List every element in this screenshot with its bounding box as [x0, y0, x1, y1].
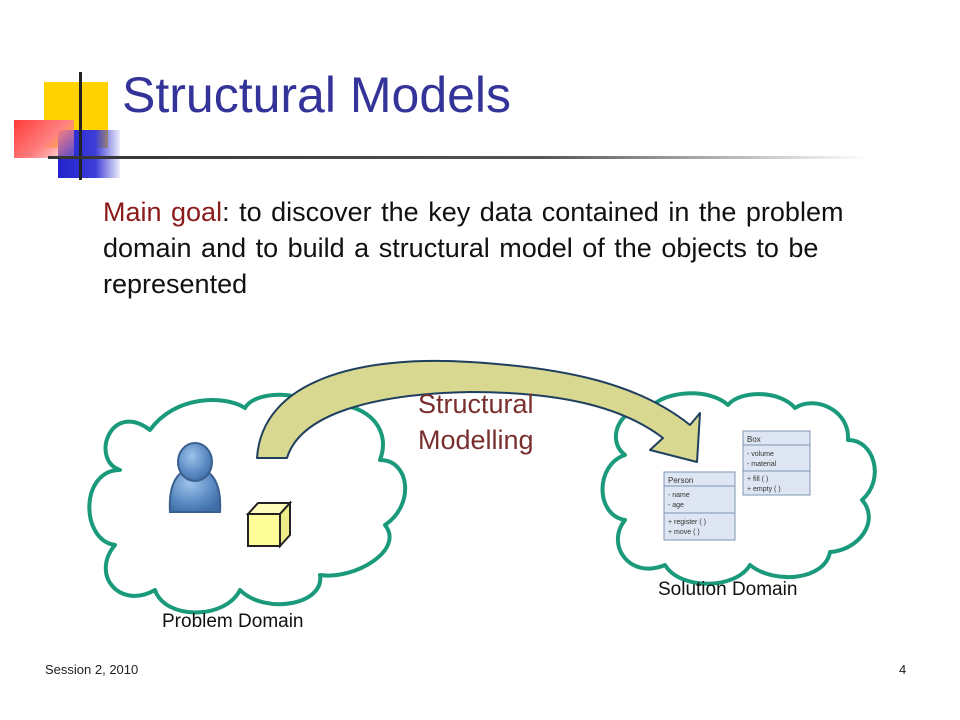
- uml-box-name: Box: [747, 435, 761, 444]
- structural-modelling-label-line2: Modelling: [418, 425, 534, 455]
- uml-person-attr-1: - name: [668, 492, 690, 499]
- uml-person-op-1: + register ( ): [668, 519, 706, 526]
- person-icon: [168, 442, 222, 513]
- solution-domain-label: Solution Domain: [658, 579, 798, 600]
- title-underline: [48, 156, 868, 159]
- decor-vertical-line: [79, 72, 82, 180]
- problem-domain-cloud: [87, 392, 408, 615]
- main-goal-label: Main goal: [103, 197, 223, 227]
- uml-box-op-2: + empty ( ): [747, 486, 781, 493]
- main-goal-description: to discover the key data contained in th…: [103, 197, 844, 299]
- uml-class-box: Box - volume - material + fill ( ) + emp…: [742, 430, 811, 496]
- uml-box-attr-2: - material: [747, 461, 777, 468]
- uml-person-name: Person: [668, 476, 693, 485]
- structural-modelling-label-line1: Structural: [418, 389, 534, 419]
- uml-box-attr-1: - volume: [747, 451, 774, 458]
- main-goal-separator: :: [222, 197, 230, 227]
- problem-domain-label: Problem Domain: [162, 611, 304, 632]
- main-goal-text: Main goal: to discover the key data cont…: [103, 194, 883, 302]
- decor-red-square: [14, 120, 74, 158]
- uml-person-attr-2: - age: [668, 502, 684, 509]
- footer-session: Session 2, 2010: [45, 662, 139, 677]
- page-number: 4: [899, 662, 907, 677]
- uml-class-person: Person - name - age + register ( ) + mov…: [663, 471, 736, 541]
- uml-box-op-1: + fill ( ): [747, 476, 768, 483]
- uml-person-op-2: + move ( ): [668, 529, 700, 536]
- structural-modelling-arrow: [256, 359, 701, 463]
- slide-title: Structural Models: [122, 67, 512, 123]
- cube-icon: [245, 500, 293, 549]
- structural-modelling-label: Structural Modelling: [418, 386, 534, 458]
